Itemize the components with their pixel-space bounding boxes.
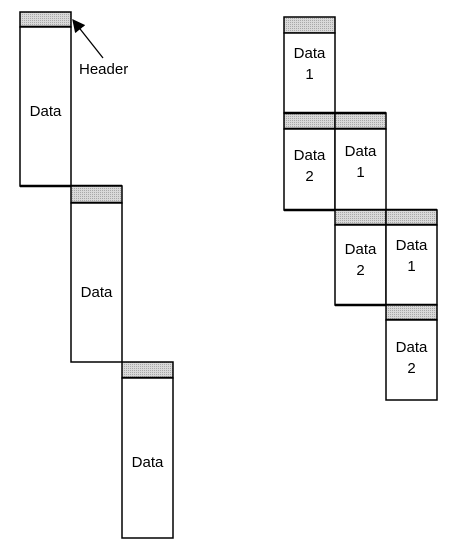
right-block-3-body xyxy=(334,128,387,211)
left-block-1: Data xyxy=(19,11,72,187)
right-block-2-header xyxy=(283,112,336,130)
left-block-3-header xyxy=(121,361,174,379)
right-block-3-line1: Data xyxy=(345,143,377,160)
right-block-6-header xyxy=(385,304,438,321)
right-block-4: Data 2 xyxy=(334,224,387,306)
left-block-3-label: Data xyxy=(132,454,164,471)
left-block-2-label: Data xyxy=(81,284,113,301)
right-block-6-body xyxy=(385,319,438,401)
right-block-6-line1: Data xyxy=(396,339,428,356)
right-block-4-header xyxy=(334,209,387,226)
right-block-5-header xyxy=(385,209,438,226)
left-block-2-body xyxy=(70,202,123,363)
right-block-3-line2: 1 xyxy=(356,164,364,181)
right-block-6-line2: 2 xyxy=(407,360,415,377)
header-arrow xyxy=(72,18,104,59)
right-block-3: Data 1 xyxy=(334,128,387,211)
right-block-1: Data 1 xyxy=(283,16,336,114)
right-block-5-line2: 1 xyxy=(407,258,415,275)
right-block-5-line1: Data xyxy=(396,237,428,254)
right-block-4-line2: 2 xyxy=(356,262,364,279)
left-block-2-header xyxy=(70,185,123,204)
left-block-1-header xyxy=(19,11,72,28)
header-annotation: Header xyxy=(79,61,128,78)
right-diagram: Data 1 Data 2 Data 1 Data 2 xyxy=(283,16,438,401)
right-block-1-body xyxy=(283,32,336,114)
right-block-4-line1: Data xyxy=(345,241,377,258)
right-block-1-line2: 1 xyxy=(305,66,313,83)
right-block-6: Data 2 xyxy=(385,304,438,401)
right-block-1-header xyxy=(283,16,336,34)
right-block-5: Data 1 xyxy=(385,224,438,306)
right-block-2: Data 2 xyxy=(283,128,336,211)
right-block-5-body xyxy=(385,224,438,306)
right-block-2-line2: 2 xyxy=(305,168,313,185)
right-block-2-line1: Data xyxy=(294,147,326,164)
left-diagram: Data Data Data Header xyxy=(19,11,174,539)
right-block-1-line1: Data xyxy=(294,45,326,62)
left-block-1-label: Data xyxy=(30,103,62,120)
left-block-2: Data xyxy=(70,185,123,363)
right-block-3-header xyxy=(334,112,387,130)
right-block-4-body xyxy=(334,224,387,306)
left-block-3-body xyxy=(121,377,174,539)
left-block-3: Data xyxy=(121,361,174,539)
